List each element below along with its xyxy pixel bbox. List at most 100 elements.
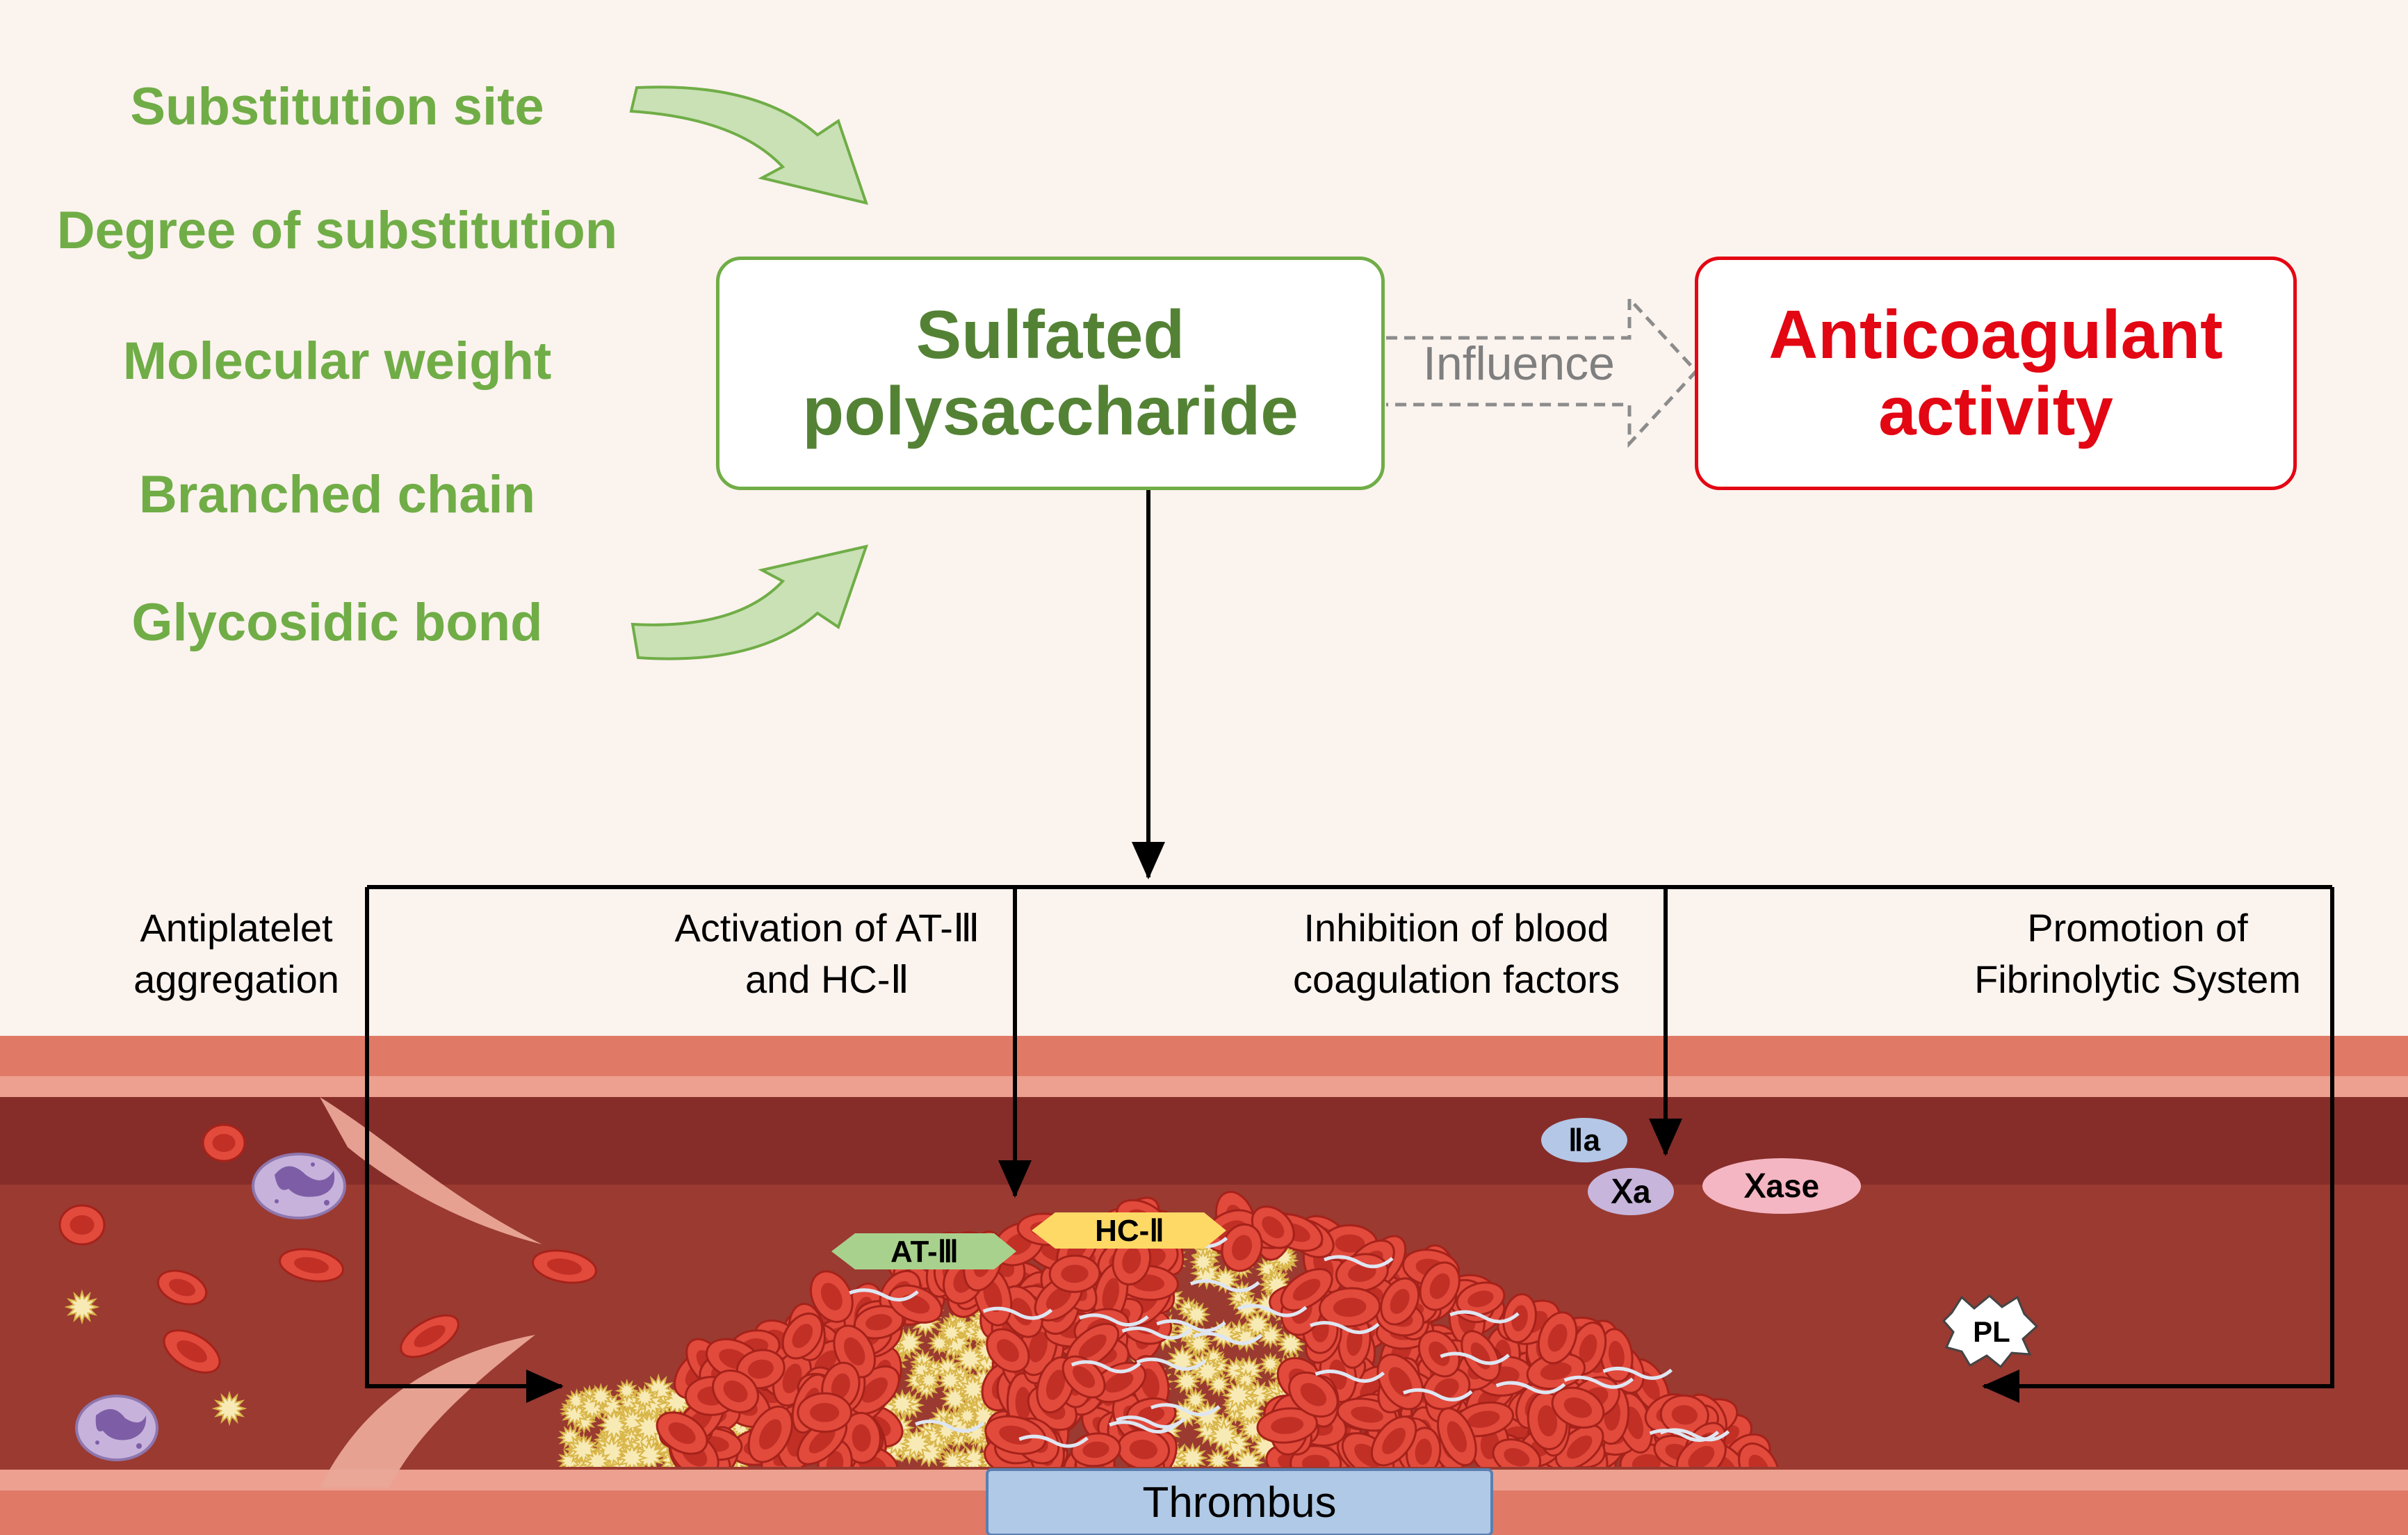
red-blood-cell-icon xyxy=(656,1411,708,1455)
red-blood-cell-icon xyxy=(747,1405,793,1463)
platelet-icon xyxy=(64,1289,100,1325)
platelet-icon xyxy=(583,1446,613,1467)
red-blood-cell-icon xyxy=(1659,1394,1709,1436)
red-blood-cell-icon xyxy=(163,1329,221,1374)
fibrin-strand xyxy=(1309,1321,1380,1334)
factor-degree-of-substitution: Degree of substitution xyxy=(56,201,618,260)
curved-arrow-icon xyxy=(631,544,869,660)
fibrin-strand xyxy=(1079,1313,1149,1327)
iia-label: Ⅱa xyxy=(1568,1123,1601,1158)
mechanism-activation-at3-hc2: Activation of AT-Ⅲ and HC-Ⅱ xyxy=(674,906,980,1001)
red-blood-cell-icon xyxy=(1437,1407,1477,1467)
platelet-icon xyxy=(954,1403,980,1429)
platelet-icon xyxy=(1206,1418,1242,1454)
red-blood-cell-icon xyxy=(1380,1277,1420,1326)
hc2-label: HC-Ⅱ xyxy=(1095,1213,1164,1248)
platelet-icon xyxy=(631,1383,658,1411)
factor-substitution-site: Substitution site xyxy=(130,77,544,136)
fibrin-strand xyxy=(915,1420,985,1433)
fibrin-strand xyxy=(1150,1403,1221,1417)
white-blood-cell-icon xyxy=(75,1395,158,1461)
platelet-icon xyxy=(939,1383,971,1415)
blood-vessel xyxy=(0,1036,2408,1535)
red-blood-cell-icon xyxy=(1290,1445,1342,1467)
factor-molecular-weight: Molecular weight xyxy=(122,332,552,391)
mechanism-inhibition-coagulation-factors: Inhibition of blood coagulation factors xyxy=(1292,906,1620,1001)
red-blood-cell-icon xyxy=(1256,1407,1318,1444)
red-blood-cell-icon xyxy=(1116,1429,1171,1467)
thrombus-cells xyxy=(556,1190,1780,1467)
platelet-icon xyxy=(631,1410,667,1445)
red-blood-cell-icon xyxy=(1376,1354,1424,1411)
red-blood-cell-icon xyxy=(1370,1415,1417,1467)
platelet-icon xyxy=(615,1378,640,1403)
red-blood-cell-icon xyxy=(1537,1311,1578,1365)
fibrin-strand xyxy=(1324,1255,1394,1269)
fibrin-strand xyxy=(1563,1375,1634,1389)
platelet-icon xyxy=(1258,1351,1283,1376)
anticoagulant-box-line1: Anticoagulant xyxy=(1768,296,2223,373)
at3-tag-shape xyxy=(831,1233,1016,1269)
fibrin-strand xyxy=(849,1288,919,1302)
white-blood-cell-icon xyxy=(252,1153,346,1219)
fibrin-strand xyxy=(1495,1381,1566,1395)
anticoagulant-box-line2: activity xyxy=(1878,373,2113,449)
red-blood-cell-icon xyxy=(1221,1223,1263,1272)
iia-tag-shape xyxy=(1541,1118,1627,1162)
red-blood-cell-icon xyxy=(1288,1371,1339,1418)
sulfated-box-line2: polysaccharide xyxy=(802,373,1299,449)
factor-glycosidic-bond: Glycosidic bond xyxy=(131,593,543,652)
vessel-wall-top xyxy=(0,1036,2408,1076)
platelet-icon xyxy=(1231,1445,1265,1467)
fibrin-strand xyxy=(1649,1429,1720,1443)
platelet-icon xyxy=(596,1407,632,1443)
red-blood-cell-icon xyxy=(279,1248,344,1283)
red-blood-cell-icon xyxy=(532,1249,597,1284)
red-blood-cell-icon xyxy=(853,1305,904,1340)
platelet-icon xyxy=(899,1427,934,1461)
red-blood-cell-icon xyxy=(986,1328,1030,1373)
red-blood-cell-icon xyxy=(1456,1281,1506,1317)
mechanism-antiplatelet-aggregation: Antiplatelet aggregation xyxy=(133,906,339,1001)
fibrin-strand xyxy=(1602,1366,1673,1380)
xa-label: Ⅹa xyxy=(1611,1173,1651,1210)
fibrin-strand xyxy=(1192,1331,1263,1345)
platelet-icon xyxy=(1242,1309,1273,1340)
red-blood-cell-icon xyxy=(1417,1330,1461,1378)
blood-flow-streak xyxy=(320,1335,535,1488)
red-blood-cell-icon xyxy=(400,1314,459,1358)
xa-tag-shape xyxy=(1588,1168,1674,1215)
red-blood-cell-icon xyxy=(156,1269,208,1306)
red-blood-cell-icon xyxy=(1280,1268,1333,1312)
anticoagulant-activity-box: Anticoagulant activity xyxy=(1695,257,2297,490)
red-blood-cell-icon xyxy=(202,1123,246,1162)
factor-branched-chain: Branched chain xyxy=(138,465,536,524)
fibrin-strand xyxy=(1136,1357,1207,1371)
platelet-icon xyxy=(1205,1447,1231,1467)
pl-label: PL xyxy=(1973,1315,2010,1348)
red-blood-cell-icon xyxy=(1492,1438,1542,1467)
pl-tag-shape xyxy=(1942,1294,2039,1369)
thrombus-label: Thrombus xyxy=(1142,1478,1337,1527)
platelet-icon xyxy=(1205,1371,1232,1397)
pathway-connectors xyxy=(365,485,2334,1403)
platelet-icon xyxy=(1233,1355,1265,1387)
curved-arrow-icon xyxy=(629,86,869,205)
red-blood-cell-icon xyxy=(1738,1442,1780,1467)
platelet-icon xyxy=(938,1447,966,1467)
fibrin-strand xyxy=(1315,1370,1385,1383)
at3-label: AT-Ⅲ xyxy=(890,1234,959,1269)
red-blood-cell-icon xyxy=(841,1411,881,1464)
fibrin-strand xyxy=(1403,1388,1473,1402)
mechanism-promotion-fibrinolytic-system: Promotion of Fibrinolytic System xyxy=(1974,906,2301,1001)
red-blood-cell-icon xyxy=(984,1415,1047,1455)
fibrin-strand xyxy=(1440,1351,1510,1365)
platelet-icon xyxy=(938,1319,965,1347)
platelet-icon xyxy=(1191,1399,1224,1432)
fibrin-strand xyxy=(1018,1434,1089,1448)
platelet-icon xyxy=(211,1390,247,1427)
thrombus-label-box: Thrombus xyxy=(986,1468,1493,1535)
xase-label: Ⅹase xyxy=(1743,1168,1820,1204)
